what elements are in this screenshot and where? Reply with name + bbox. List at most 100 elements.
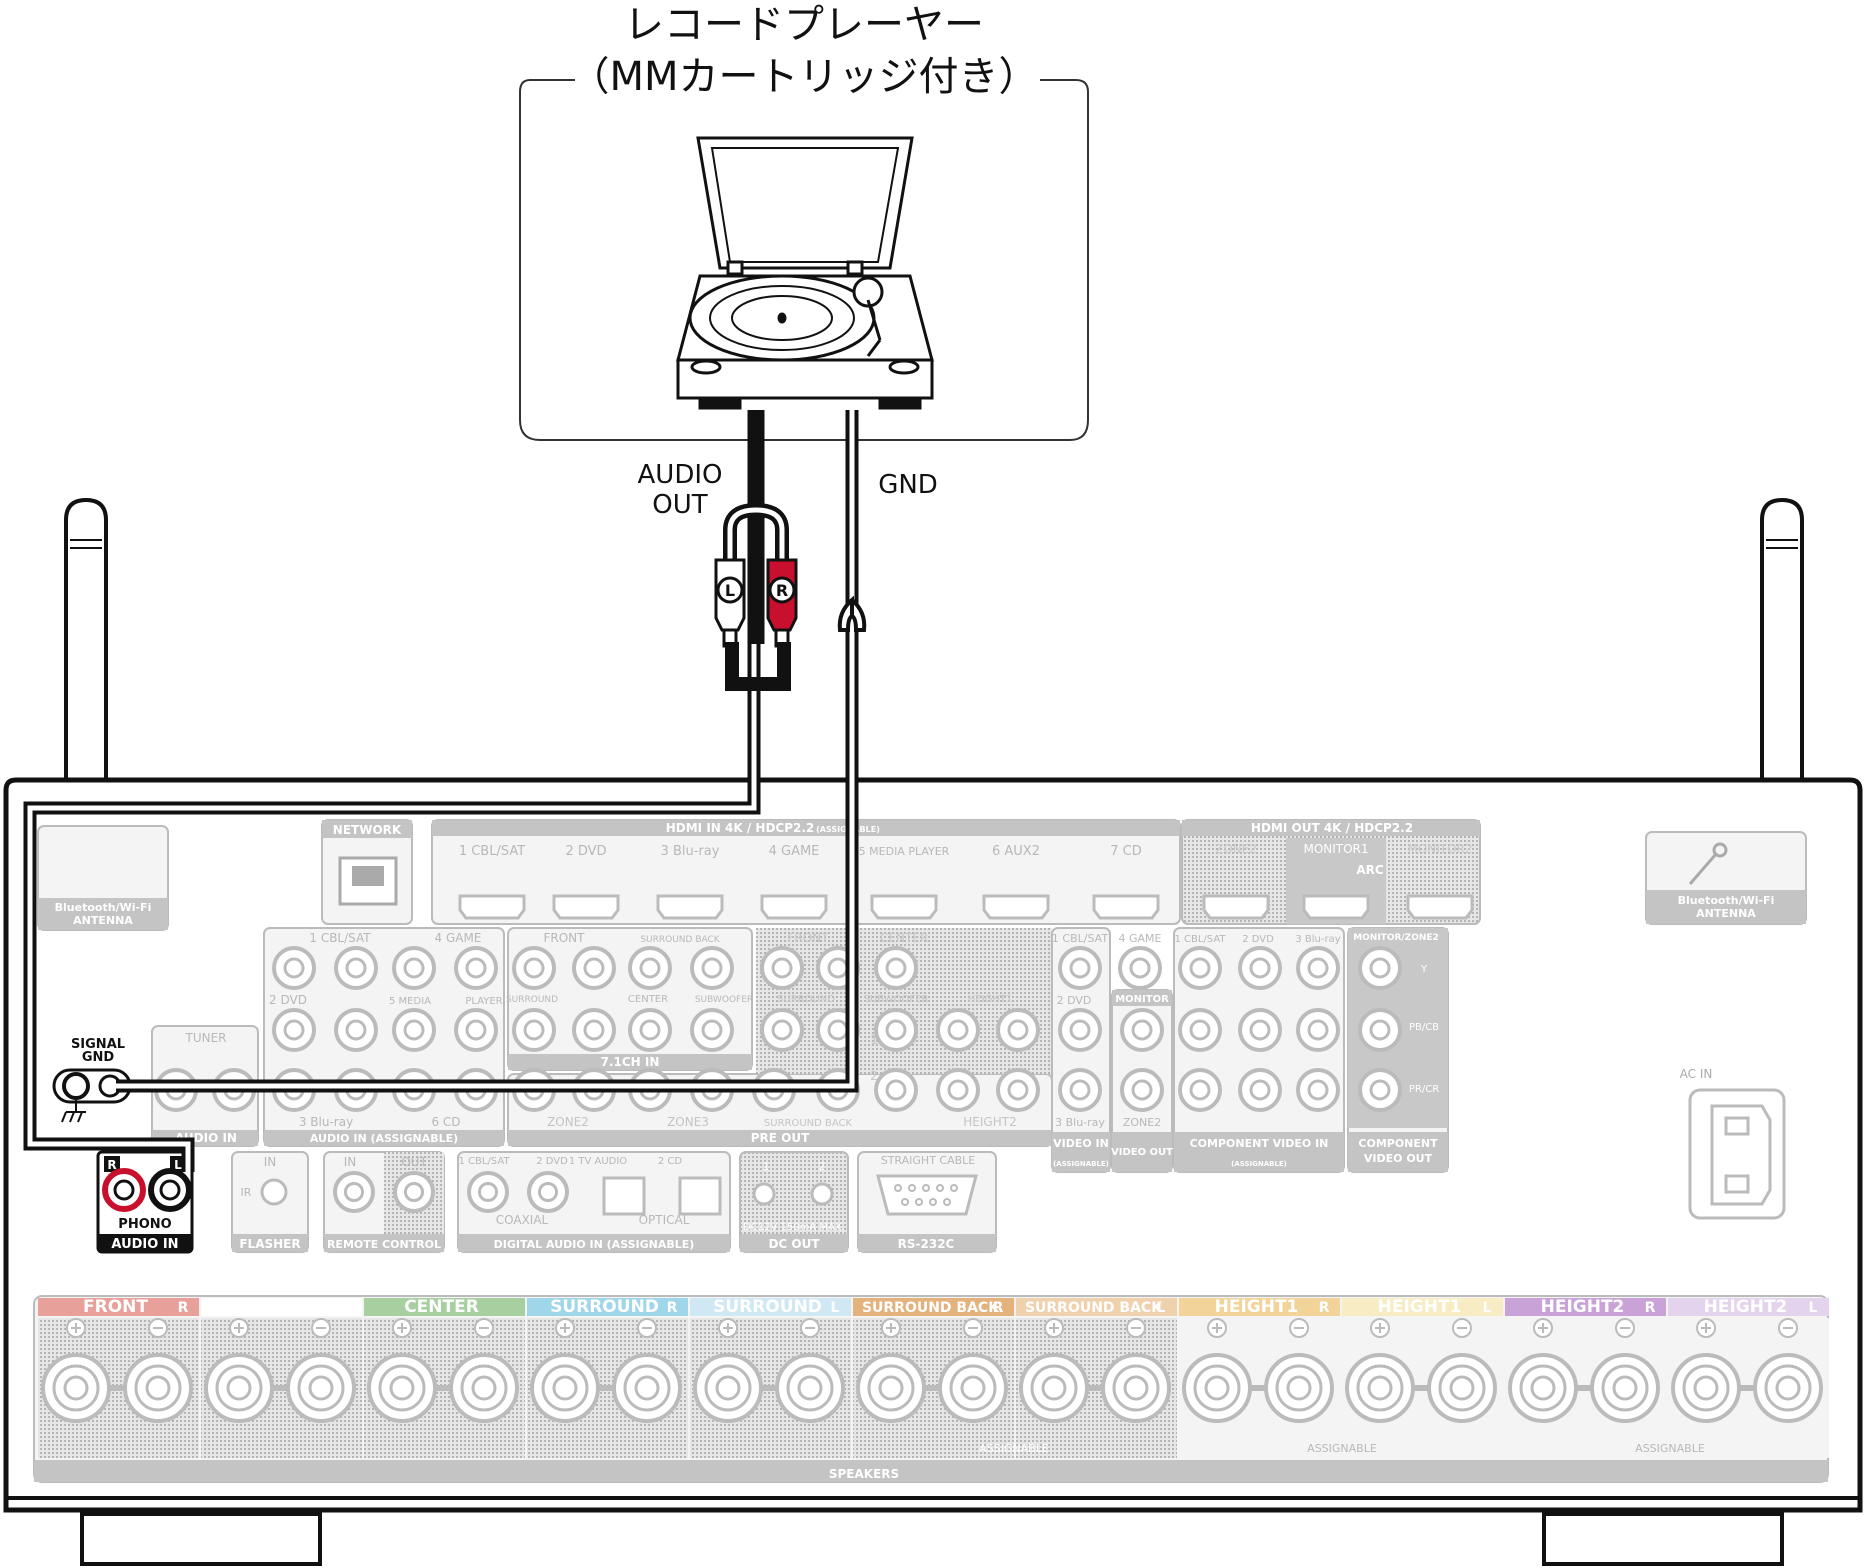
rca-jack[interactable] — [392, 1008, 436, 1052]
rca-jack[interactable] — [996, 1068, 1040, 1112]
rca-jack[interactable] — [936, 1008, 980, 1052]
rca-jack[interactable] — [454, 946, 498, 990]
speaker-post[interactable] — [1101, 1318, 1171, 1423]
rca-jack[interactable] — [527, 1171, 569, 1213]
speaker-post[interactable] — [1753, 1318, 1823, 1423]
rca-jack[interactable] — [690, 1008, 734, 1052]
rca-jack[interactable] — [334, 946, 378, 990]
rca-jack[interactable] — [1296, 1008, 1340, 1052]
speaker-post[interactable] — [1345, 1318, 1415, 1423]
rca-jack[interactable] — [272, 946, 316, 990]
flasher-jack[interactable] — [260, 1178, 288, 1206]
rca-jack[interactable] — [760, 946, 804, 990]
rca-jack[interactable] — [690, 946, 734, 990]
hdmi-in-port[interactable] — [870, 894, 938, 920]
hdmi-in-port[interactable] — [656, 894, 724, 920]
preout-title: PRE OUT — [751, 1131, 810, 1145]
rca-jack[interactable] — [628, 1008, 672, 1052]
speaker-post[interactable] — [1590, 1318, 1660, 1423]
rca-jack[interactable] — [936, 1068, 980, 1112]
speaker-post[interactable] — [123, 1318, 193, 1423]
optical-port-icon[interactable] — [602, 1176, 722, 1216]
phono-audio-in-label: AUDIO IN — [111, 1237, 178, 1252]
rca-jack[interactable] — [1296, 946, 1340, 990]
hdmi-out-port[interactable] — [1202, 894, 1270, 920]
rca-jack[interactable] — [1358, 1068, 1402, 1112]
rca-jack[interactable] — [1178, 1008, 1222, 1052]
rca-jack[interactable] — [1238, 1008, 1282, 1052]
speaker-post[interactable] — [41, 1318, 111, 1423]
rca-jack[interactable] — [272, 1008, 316, 1052]
rca-jack[interactable] — [1120, 1068, 1164, 1112]
speaker-post[interactable] — [938, 1318, 1008, 1423]
rca-jack[interactable] — [512, 946, 556, 990]
ch71-label: SURROUND BACK — [640, 935, 720, 945]
rca-jack[interactable] — [1118, 946, 1162, 990]
component-in-label: 3 Blu-ray — [1295, 934, 1340, 945]
rca-jack[interactable] — [1178, 946, 1222, 990]
rs232c-label: RS-232C — [898, 1237, 955, 1251]
phono-jack-r[interactable]: R — [102, 1156, 146, 1212]
rca-jack[interactable] — [1058, 946, 1102, 990]
speaker-side-label: L — [1483, 1300, 1492, 1316]
speaker-post[interactable] — [1427, 1318, 1497, 1423]
rca-jack[interactable] — [467, 1171, 509, 1213]
speaker-post[interactable] — [204, 1318, 274, 1423]
speaker-post[interactable] — [1182, 1318, 1252, 1423]
rca-jack[interactable] — [874, 946, 918, 990]
rca-jack[interactable] — [1358, 946, 1402, 990]
rca-jack[interactable] — [572, 946, 616, 990]
monitor-zone2-label: MONITOR/ZONE2 — [1353, 933, 1439, 943]
hdmi-out-port[interactable] — [1302, 894, 1370, 920]
hdmi-in-port[interactable] — [458, 894, 526, 920]
rca-jack[interactable] — [1238, 946, 1282, 990]
signal-gnd-terminal[interactable] — [52, 1068, 132, 1104]
rca-jack[interactable] — [572, 1008, 616, 1052]
rca-jack[interactable] — [333, 1171, 375, 1213]
hdmi-in-port[interactable] — [982, 894, 1050, 920]
speaker-post[interactable] — [367, 1318, 437, 1423]
speaker-post[interactable] — [1264, 1318, 1334, 1423]
rca-jack[interactable] — [393, 1171, 435, 1213]
rca-jack[interactable] — [874, 1068, 918, 1112]
rca-jack[interactable] — [996, 1008, 1040, 1052]
dc-jacks[interactable] — [752, 1182, 834, 1206]
speaker-post[interactable] — [449, 1318, 519, 1423]
hdmi-out-port[interactable] — [1406, 894, 1474, 920]
audio-in-assignable-title: AUDIO IN (ASSIGNABLE) — [310, 1132, 458, 1145]
speaker-post[interactable] — [775, 1318, 845, 1423]
rca-jack[interactable] — [1058, 1008, 1102, 1052]
speaker-post[interactable] — [530, 1318, 600, 1423]
rca-jack[interactable] — [1296, 1068, 1340, 1112]
rca-jack[interactable] — [1358, 1008, 1402, 1052]
rca-jack[interactable] — [454, 1008, 498, 1052]
speaker-post[interactable] — [1019, 1318, 1089, 1423]
hdmi-in-port[interactable] — [1092, 894, 1160, 920]
speaker-post[interactable] — [693, 1318, 763, 1423]
rca-jack[interactable] — [1120, 1008, 1164, 1052]
rca-jack[interactable] — [392, 946, 436, 990]
audio-in-input-label: PLAYER — [465, 996, 502, 1007]
hdmi-in-port[interactable] — [760, 894, 828, 920]
speaker-post[interactable] — [856, 1318, 926, 1423]
speaker-post[interactable] — [286, 1318, 356, 1423]
rca-jack[interactable] — [628, 946, 672, 990]
network-label: NETWORK — [333, 823, 402, 837]
rca-jack[interactable] — [874, 1008, 918, 1052]
rca-jack[interactable] — [1178, 1068, 1222, 1112]
speaker-post[interactable] — [1508, 1318, 1578, 1423]
rs232c-port-icon[interactable] — [876, 1174, 978, 1216]
signal-gnd-line1: SIGNAL — [71, 1037, 125, 1052]
rca-jack[interactable] — [1238, 1068, 1282, 1112]
rca-jack[interactable] — [1058, 1068, 1102, 1112]
rca-jack[interactable] — [760, 1008, 804, 1052]
hdmi-in-port[interactable] — [552, 894, 620, 920]
rca-jack[interactable] — [334, 1008, 378, 1052]
rca-jack[interactable] — [512, 1008, 556, 1052]
